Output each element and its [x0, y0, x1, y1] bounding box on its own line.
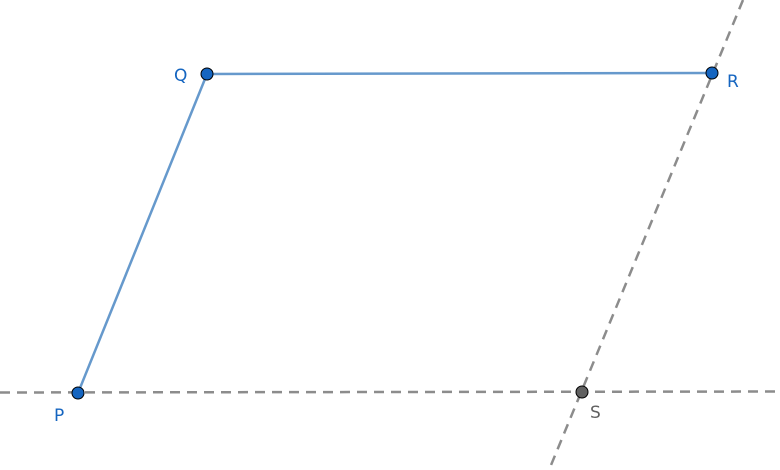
label-r: R: [727, 72, 739, 92]
point-r[interactable]: [705, 66, 719, 80]
label-q: Q: [174, 66, 187, 86]
point-q[interactable]: [200, 67, 214, 81]
label-s: S: [590, 403, 601, 423]
point-p[interactable]: [71, 386, 85, 400]
segment-qr: [206, 71, 713, 76]
point-s[interactable]: [575, 385, 589, 399]
segment-pq: [76, 73, 209, 394]
dashed-line-through-p-s: [0, 390, 780, 394]
label-p: P: [54, 406, 64, 426]
